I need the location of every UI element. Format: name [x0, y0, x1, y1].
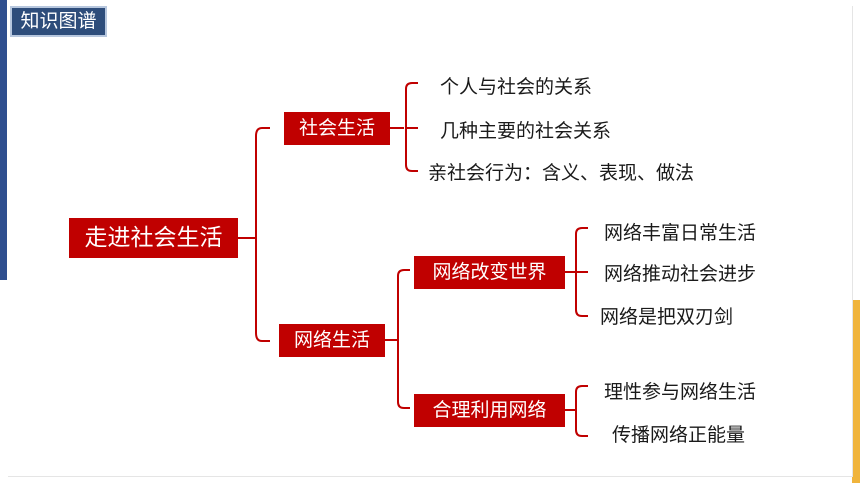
leaf-use-2: 传播网络正能量	[612, 424, 746, 446]
left-accent-bar	[0, 0, 7, 280]
leaf-use-1: 理性参与网络生活	[604, 381, 757, 403]
leaf-change-1: 网络丰富日常生活	[604, 222, 757, 244]
use-bracket	[575, 385, 588, 437]
sub-network-changes-world: 网络改变世界	[414, 256, 565, 289]
leaf-change-2: 网络推动社会进步	[604, 263, 757, 285]
network-bracket	[397, 269, 410, 409]
leaf-social-2: 几种主要的社会关系	[440, 120, 612, 142]
root-bracket	[255, 127, 270, 342]
branch-network-life: 网络生活	[279, 324, 385, 357]
leaf-social-1: 个人与社会的关系	[440, 76, 593, 98]
branch-social-life: 社会生活	[284, 112, 390, 145]
leaf-change-3: 网络是把双刃剑	[600, 306, 734, 328]
root-node: 走进社会生活	[69, 218, 238, 258]
leaf-social-3: 亲社会行为：含义、表现、做法	[428, 162, 695, 184]
section-tag: 知识图谱	[10, 6, 107, 37]
sub-use-network-wisely: 合理利用网络	[414, 394, 565, 427]
right-accent-bar	[852, 300, 860, 483]
